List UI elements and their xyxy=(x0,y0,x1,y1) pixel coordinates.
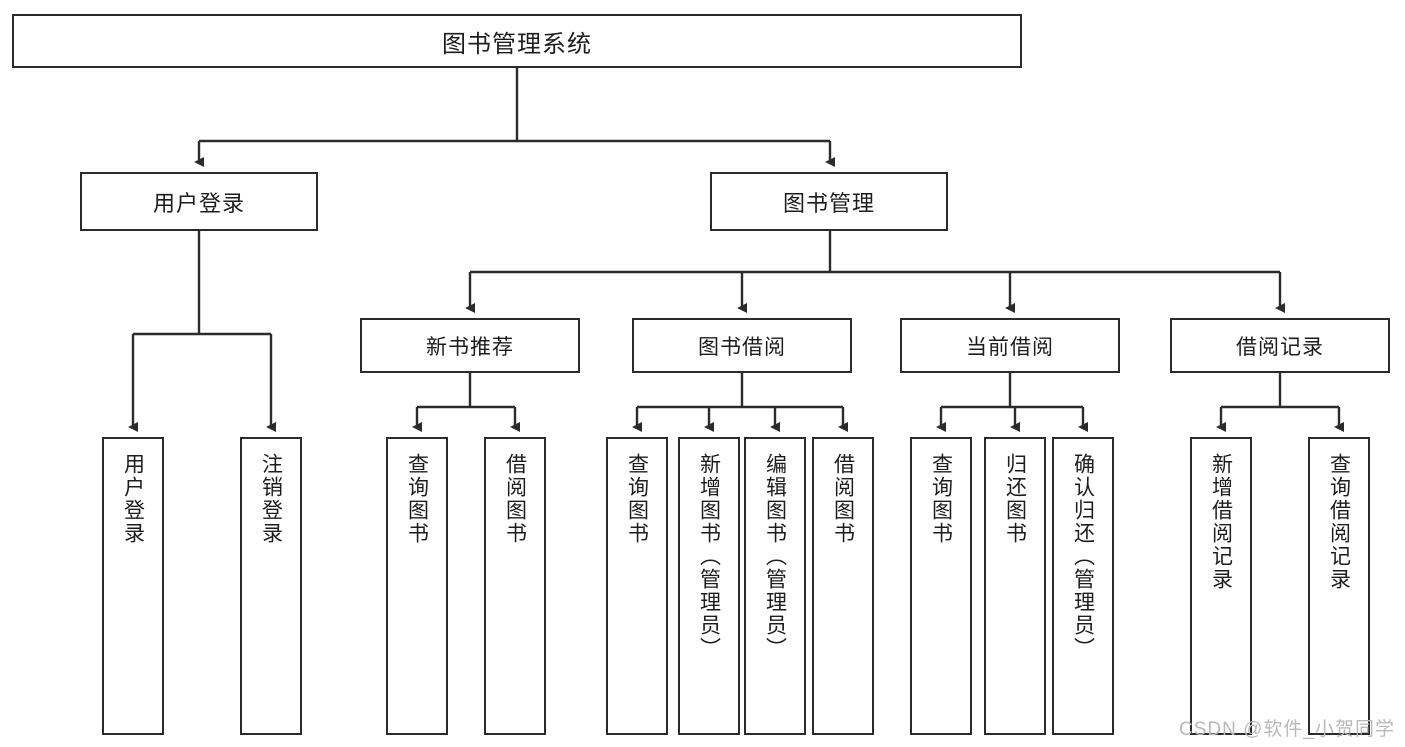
node-leaf-borrow-book-2[interactable]: 借阅图书 xyxy=(812,437,874,735)
node-leaf-add-record-label: 新增借阅记录 xyxy=(1209,453,1233,591)
node-root-label: 图书管理系统 xyxy=(442,30,592,58)
node-leaf-user-logout-label: 注销登录 xyxy=(259,453,283,545)
node-leaf-return-book[interactable]: 归还图书 xyxy=(984,437,1046,735)
node-book-borrow-label: 图书借阅 xyxy=(698,335,786,359)
node-leaf-query-book-2[interactable]: 查询图书 xyxy=(606,437,668,735)
node-leaf-query-book-1-label: 查询图书 xyxy=(405,453,429,545)
node-book-management-label: 图书管理 xyxy=(782,190,875,216)
node-new-book-recommend[interactable]: 新书推荐 xyxy=(360,318,580,373)
node-leaf-user-login-label: 用户登录 xyxy=(121,453,145,545)
node-leaf-query-book-1[interactable]: 查询图书 xyxy=(386,437,448,735)
node-leaf-return-book-label: 归还图书 xyxy=(1003,453,1027,545)
node-current-borrow[interactable]: 当前借阅 xyxy=(900,318,1120,373)
node-leaf-add-book-label: 新增图书（管理员） xyxy=(697,453,721,660)
node-leaf-user-login[interactable]: 用户登录 xyxy=(102,437,164,735)
watermark-text: CSDN @软件_小贺同学 xyxy=(1179,719,1395,740)
node-book-management[interactable]: 图书管理 xyxy=(710,172,948,231)
node-borrow-record-label: 借阅记录 xyxy=(1236,335,1324,359)
node-current-borrow-label: 当前借阅 xyxy=(966,335,1054,359)
node-leaf-query-book-3-label: 查询图书 xyxy=(929,453,953,545)
node-leaf-query-record[interactable]: 查询借阅记录 xyxy=(1308,437,1370,735)
node-leaf-add-record[interactable]: 新增借阅记录 xyxy=(1190,437,1252,735)
node-new-book-recommend-label: 新书推荐 xyxy=(426,335,514,359)
node-leaf-query-record-label: 查询借阅记录 xyxy=(1327,453,1351,591)
node-leaf-edit-book-label: 编辑图书（管理员） xyxy=(763,453,787,660)
node-leaf-borrow-book-1[interactable]: 借阅图书 xyxy=(484,437,546,735)
node-root-system[interactable]: 图书管理系统 xyxy=(12,14,1022,68)
node-leaf-query-book-3[interactable]: 查询图书 xyxy=(910,437,972,735)
node-leaf-confirm-return-label: 确认归还（管理员） xyxy=(1071,453,1095,660)
node-leaf-confirm-return[interactable]: 确认归还（管理员） xyxy=(1052,437,1114,735)
node-leaf-edit-book[interactable]: 编辑图书（管理员） xyxy=(744,437,806,735)
node-leaf-borrow-book-2-label: 借阅图书 xyxy=(831,453,855,545)
node-leaf-user-logout[interactable]: 注销登录 xyxy=(240,437,302,735)
node-leaf-add-book[interactable]: 新增图书（管理员） xyxy=(678,437,740,735)
node-book-borrow[interactable]: 图书借阅 xyxy=(632,318,852,373)
node-user-login-label: 用户登录 xyxy=(152,190,245,216)
node-leaf-query-book-2-label: 查询图书 xyxy=(625,453,649,545)
node-leaf-borrow-book-1-label: 借阅图书 xyxy=(503,453,527,545)
node-borrow-record[interactable]: 借阅记录 xyxy=(1170,318,1390,373)
node-user-login[interactable]: 用户登录 xyxy=(80,172,318,231)
